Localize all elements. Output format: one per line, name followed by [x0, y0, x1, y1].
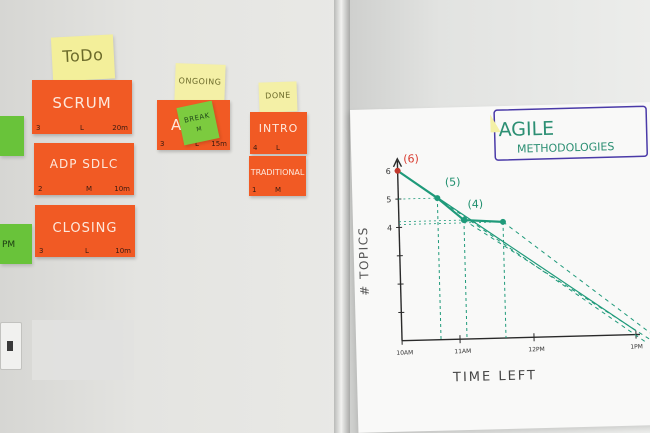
x-axis-label: TIME LEFT	[452, 368, 537, 385]
card-priority: L	[85, 247, 89, 255]
horizontal-projection	[398, 197, 438, 200]
forecast-line	[463, 219, 650, 343]
wall-outlet	[0, 322, 22, 370]
point-annotation: (4)	[467, 198, 483, 211]
horizontal-projection	[399, 221, 503, 225]
data-point	[460, 217, 467, 224]
y-tick-label: 4	[387, 224, 392, 233]
data-point	[499, 218, 506, 225]
break-sticky-note: BREAK M	[176, 100, 220, 146]
card-size: 3	[160, 140, 165, 148]
vertical-projection	[436, 198, 442, 340]
title-frame	[493, 105, 648, 161]
y-axis-label: # TOPICS	[356, 226, 372, 296]
x-tick-label: 11AM	[454, 348, 471, 355]
blank-paper-note	[32, 320, 134, 380]
todo-sticky-note: ToDo	[50, 34, 116, 82]
todo-card-adp-sdlc: ADP SDLC 2 M 10m	[34, 143, 134, 195]
tape	[490, 114, 501, 133]
card-duration: 15m	[211, 140, 227, 148]
x-tick-label: 1PM	[630, 343, 643, 350]
card-title: A	[171, 116, 183, 134]
ongoing-sticky-note: ONGOING	[174, 63, 226, 103]
card-duration: 10m	[114, 185, 130, 193]
card-title: ADP SDLC	[49, 157, 119, 171]
card-title: TRADITIONAL	[250, 168, 305, 177]
card-size: 3	[36, 124, 41, 132]
card-size: 3	[39, 247, 44, 255]
vertical-projection	[463, 220, 468, 340]
todo-card-closing: CLOSING 3 L 10m	[35, 205, 135, 257]
card-priority: M	[86, 185, 93, 193]
card-size: 2	[38, 185, 43, 193]
card-size: 4	[253, 144, 258, 152]
y-axis	[396, 160, 403, 341]
green-note-top	[0, 116, 24, 156]
vertical-projection	[502, 221, 507, 339]
y-tick-label: 5	[386, 195, 391, 204]
card-priority: L	[276, 144, 280, 152]
card-title: INTRO	[258, 122, 299, 135]
done-sticky-note: DONE	[258, 81, 298, 113]
forecast-line	[437, 197, 647, 343]
poster-title-line2: METHODOLOGIES	[517, 140, 615, 156]
card-duration: 10m	[115, 247, 131, 255]
data-point	[394, 167, 401, 174]
ideal-burndown-line	[397, 170, 637, 332]
y-axis-arrow	[392, 157, 403, 168]
y-tick-label: 6	[386, 167, 391, 176]
horizontal-projection	[398, 219, 464, 223]
card-priority: M	[275, 186, 282, 194]
point-annotation: (6)	[403, 152, 419, 165]
done-card-intro: INTRO 4 L	[250, 112, 307, 154]
poster-title-line1: AGILE	[498, 118, 554, 141]
card-priority: L	[80, 124, 84, 132]
outlet-indicator	[7, 341, 13, 351]
whiteboard-frame	[334, 0, 350, 433]
data-point	[434, 195, 441, 202]
card-title: SCRUM	[52, 94, 112, 112]
done-card-traditional: TRADITIONAL 1 M	[249, 156, 306, 196]
x-tick-label: 12PM	[528, 346, 545, 353]
card-size: 1	[252, 186, 257, 194]
actual-burndown-line	[396, 169, 504, 223]
x-axis	[402, 333, 640, 342]
todo-card-scrum: SCRUM 3 L 20m	[32, 80, 132, 134]
green-note-pm: PM	[0, 224, 32, 264]
x-tick-label: 10AM	[396, 349, 413, 356]
card-priority: L	[195, 140, 199, 148]
card-title: CLOSING	[52, 221, 118, 236]
point-annotation: (5)	[445, 175, 461, 188]
forecast-line	[502, 221, 650, 343]
card-duration: 20m	[112, 124, 128, 132]
